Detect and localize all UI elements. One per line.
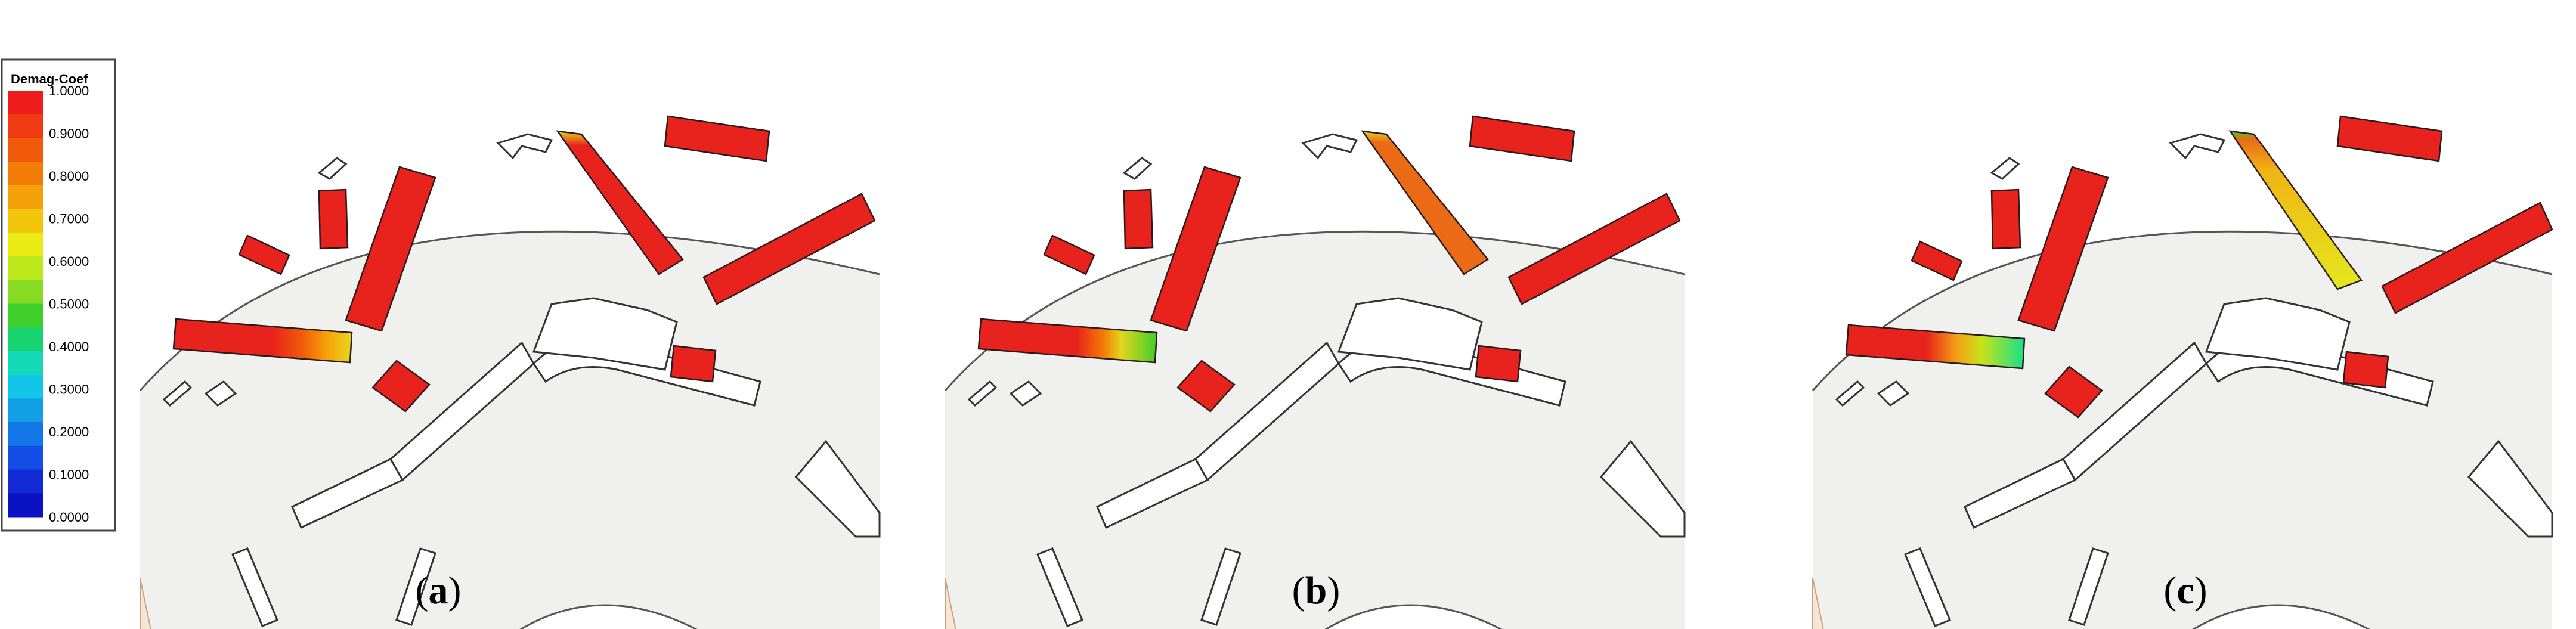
magnet-small-left (1911, 240, 1963, 281)
color-legend: Demag-Coef 1.0000 0.9000 0.8000 0.7000 0.600… (1, 58, 116, 532)
legend-color-swatch (8, 303, 43, 328)
legend-color-swatch (8, 398, 43, 423)
magnet-upper-right (2336, 115, 2443, 162)
legend-color-swatch (8, 374, 43, 399)
legend-color-swatch (8, 445, 43, 470)
legend-color-swatch (8, 233, 43, 257)
legend-color-swatch (8, 422, 43, 447)
legend-color-swatch (8, 280, 43, 304)
legend-tick-label: 0.6000 (49, 254, 89, 269)
legend-tick-label: 0.5000 (49, 297, 89, 312)
magnet-lower-center (1176, 360, 1236, 413)
magnet-upper-diagonal (556, 130, 684, 275)
magnet-center-diagonal (345, 166, 436, 332)
panel-a-label: (a) (416, 569, 462, 612)
panel-c-demag-map (1812, 115, 2553, 629)
magnet-small-left (238, 234, 290, 275)
legend-tick-label: 1.0000 (49, 83, 89, 98)
magnet-lower-left (172, 318, 353, 364)
legend-color-swatch (8, 209, 43, 233)
magnet-upper-right (664, 115, 770, 162)
legend-title: Demag-Coef (11, 72, 88, 86)
legend-colorbar (8, 91, 43, 518)
panel-c-label: (c) (2163, 569, 2207, 612)
legend-color-swatch (8, 256, 43, 281)
magnet-small-upper (1990, 188, 2021, 250)
magnet-upper-diagonal (1361, 130, 1489, 275)
magnet-right-diagonal (2381, 202, 2553, 314)
magnet-small-left (1043, 234, 1095, 275)
legend-tick-label: 0.0000 (49, 510, 89, 525)
magnet-lower-right (2342, 351, 2389, 389)
legend-color-swatch (8, 185, 43, 210)
legend-tick-label: 0.1000 (49, 467, 89, 482)
legend-ticks: 1.0000 0.9000 0.8000 0.7000 0.6000 0.5000 0.40… (49, 83, 89, 525)
legend-color-swatch (8, 114, 43, 138)
magnet-right-diagonal (702, 193, 876, 305)
magnet-lower-left (977, 318, 1158, 364)
magnet-center-diagonal (1150, 166, 1241, 332)
legend-tick-label: 0.7000 (49, 212, 89, 227)
legend-tick-label: 0.2000 (49, 425, 89, 439)
magnet-upper-right (1469, 115, 1575, 162)
magnet-small-upper (1123, 188, 1154, 250)
magnet-lower-left (1845, 324, 2026, 370)
legend-tick-label: 0.4000 (49, 339, 89, 354)
magnet-lower-right (670, 345, 717, 383)
magnet-lower-center (2044, 365, 2103, 419)
legend-color-swatch (8, 469, 43, 494)
magnet-center-diagonal (2017, 166, 2109, 332)
legend-color-swatch (8, 162, 43, 186)
panel-b-label: (b) (1292, 569, 1340, 612)
legend-color-swatch (8, 91, 43, 115)
legend-tick-label: 0.3000 (49, 382, 89, 397)
legend-color-swatch (8, 493, 43, 518)
legend-tick-label: 0.9000 (49, 126, 89, 141)
legend-tick-label: 0.8000 (49, 169, 89, 184)
magnet-lower-right (1475, 345, 1522, 383)
legend-color-swatch (8, 351, 43, 376)
legend-color-swatch (8, 327, 43, 352)
magnet-lower-center (371, 360, 431, 413)
magnet-upper-diagonal (2228, 130, 2363, 290)
magnet-small-upper (318, 188, 349, 250)
panel-a-demag-map (139, 115, 881, 629)
panel-b-demag-map (944, 115, 1686, 629)
magnet-right-diagonal (1507, 193, 1681, 305)
legend-color-swatch (8, 138, 43, 162)
